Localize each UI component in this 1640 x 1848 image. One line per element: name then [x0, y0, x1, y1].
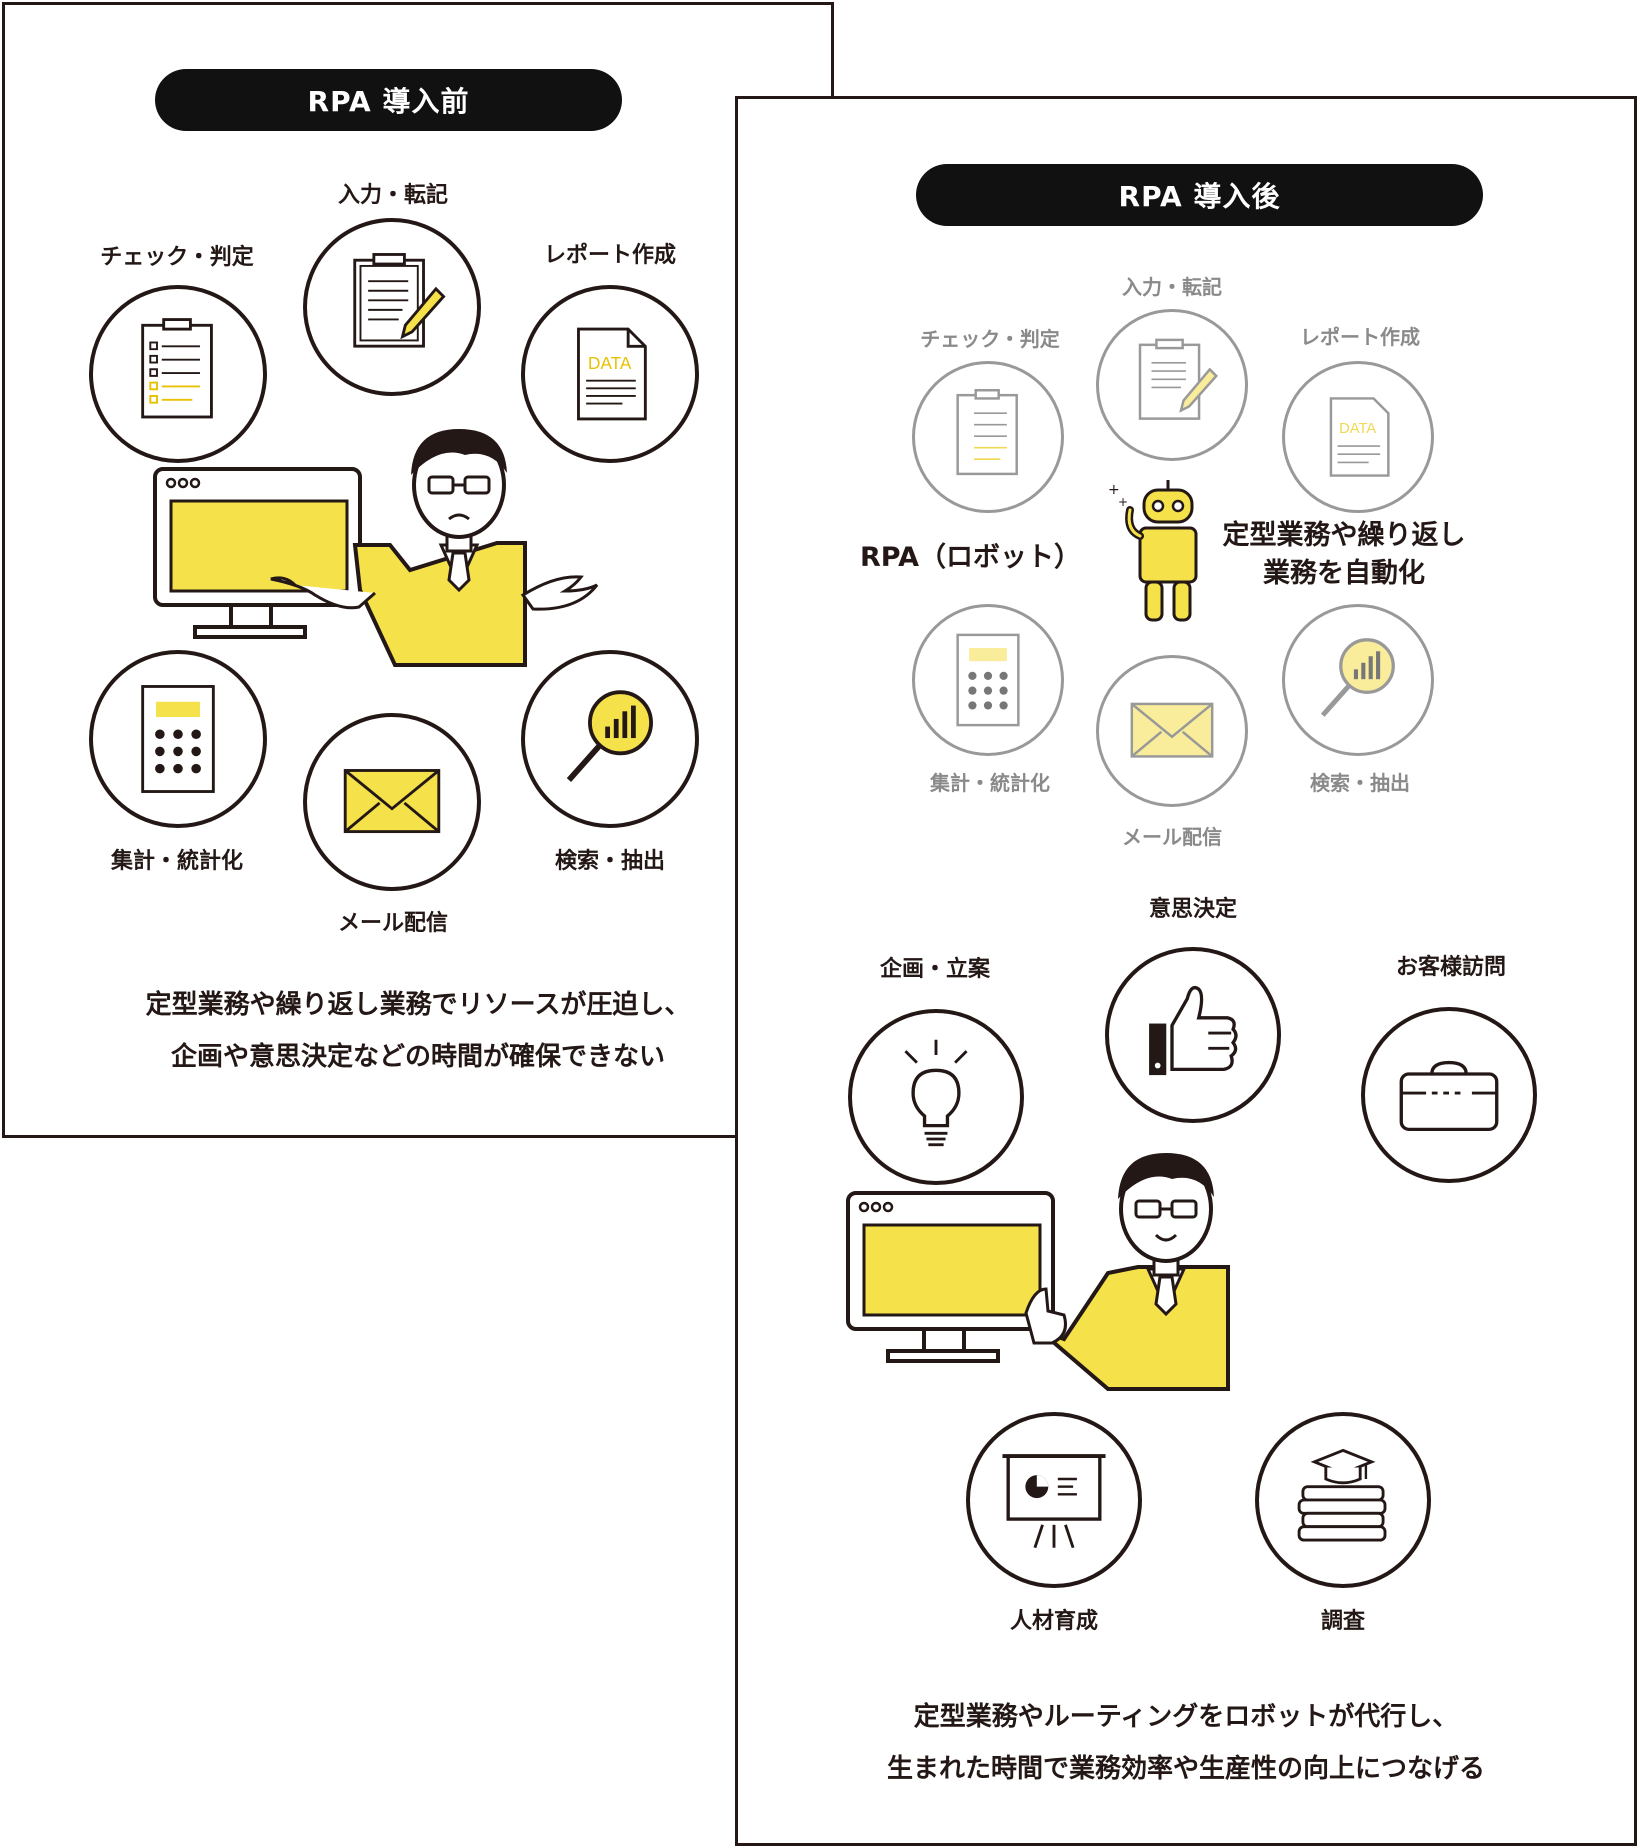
- training-circle: [966, 1412, 1142, 1588]
- after-label-aggregate: 集計・統計化: [930, 771, 1050, 795]
- after-caption-line2: 生まれた時間で業務効率や生産性の向上につなげる: [886, 1754, 1485, 1784]
- clipboard-pencil-icon: [1138, 338, 1218, 420]
- before-label-input: 入力・転記: [337, 183, 449, 208]
- after-input-circle: [1096, 309, 1248, 461]
- label-training: 人材育成: [1009, 1609, 1099, 1634]
- calculator-icon: [141, 685, 215, 793]
- svg-text:DATA: DATA: [588, 353, 632, 373]
- before-aggregate-circle: [89, 650, 267, 828]
- before-label-aggregate: 集計・統計化: [110, 849, 244, 874]
- robot-label: RPA（ロボット）: [860, 542, 1081, 573]
- after-label-input: 入力・転記: [1122, 275, 1222, 299]
- before-mail-circle: [303, 713, 481, 891]
- magnifier-chart-icon: [1320, 638, 1395, 717]
- automation-text: 定型業務や繰り返し 業務を自動化: [1194, 517, 1494, 593]
- checklist-icon: [141, 318, 213, 419]
- before-label-mail: メール配信: [337, 911, 449, 936]
- svg-text:+: +: [1108, 482, 1120, 498]
- svg-text:+: +: [1118, 495, 1128, 509]
- before-label-report: レポート作成: [543, 243, 677, 268]
- decision-circle: [1105, 947, 1281, 1123]
- label-planning: 企画・立案: [879, 957, 991, 982]
- books-graduation-cap-icon: [1297, 1448, 1387, 1542]
- planning-circle: [848, 1009, 1024, 1185]
- confused-worker-illustration: [153, 429, 599, 667]
- automation-line2: 業務を自動化: [1263, 558, 1425, 589]
- after-caption: 定型業務やルーティングをロボットが代行し、 生まれた時間で業務効率や生産性の向上…: [738, 1691, 1634, 1795]
- before-caption-line2: 企画や意思決定などの時間が確保できない: [170, 1042, 665, 1072]
- data-document-icon: DATA: [1329, 397, 1390, 477]
- research-circle: [1255, 1412, 1431, 1588]
- after-label-mail: メール配信: [1122, 825, 1222, 849]
- thumbs-up-icon: [1149, 985, 1238, 1076]
- before-caption-line1: 定型業務や繰り返し業務でリソースが圧迫し、: [145, 990, 691, 1020]
- after-title-pill: RPA 導入後: [916, 164, 1483, 226]
- automation-line1: 定型業務や繰り返し: [1222, 520, 1466, 551]
- before-label-check: チェック・判定: [100, 245, 254, 270]
- after-label-check: チェック・判定: [920, 327, 1060, 351]
- envelope-icon: [1130, 702, 1214, 758]
- lightbulb-icon: [904, 1039, 968, 1147]
- happy-worker-illustration: [846, 1153, 1230, 1391]
- after-report-circle: DATA: [1282, 361, 1434, 513]
- checklist-icon: [956, 389, 1018, 476]
- before-panel: RPA 導入前 入力・転記 チェック・判定 レポート作成: [2, 2, 834, 1138]
- magnifier-chart-icon: [566, 690, 653, 782]
- before-report-circle: DATA: [521, 285, 699, 463]
- after-caption-line1: 定型業務やルーティングをロボットが代行し、: [913, 1702, 1459, 1732]
- briefcase-icon: [1399, 1060, 1499, 1132]
- before-search-circle: [521, 650, 699, 828]
- after-label-report: レポート作成: [1300, 325, 1420, 349]
- after-mail-circle: [1096, 655, 1248, 807]
- label-decision: 意思決定: [1148, 897, 1238, 922]
- label-research: 調査: [1320, 1609, 1366, 1634]
- data-document-icon: DATA: [577, 327, 647, 421]
- visit-circle: [1361, 1007, 1537, 1183]
- before-input-circle: [303, 218, 481, 396]
- after-label-search: 検索・抽出: [1310, 771, 1410, 795]
- before-title-pill: RPA 導入前: [155, 69, 622, 131]
- presentation-board-icon: [1002, 1454, 1106, 1549]
- envelope-icon: [343, 769, 441, 834]
- after-check-circle: [912, 361, 1064, 513]
- label-visit: お客様訪問: [1395, 955, 1507, 980]
- robot-icon: + +: [1108, 480, 1198, 622]
- calculator-icon: [956, 633, 1020, 727]
- after-aggregate-circle: [912, 604, 1064, 756]
- before-caption: 定型業務や繰り返し業務でリソースが圧迫し、 企画や意思決定などの時間が確保できな…: [5, 979, 831, 1083]
- before-label-search: 検索・抽出: [554, 849, 666, 874]
- after-search-circle: [1282, 604, 1434, 756]
- svg-text:DATA: DATA: [1339, 421, 1376, 437]
- before-check-circle: [89, 285, 267, 463]
- clipboard-pencil-icon: [353, 253, 446, 348]
- after-panel: RPA 導入後 入力・転記 チェック・判定 レポート作成 DATA: [735, 96, 1637, 1846]
